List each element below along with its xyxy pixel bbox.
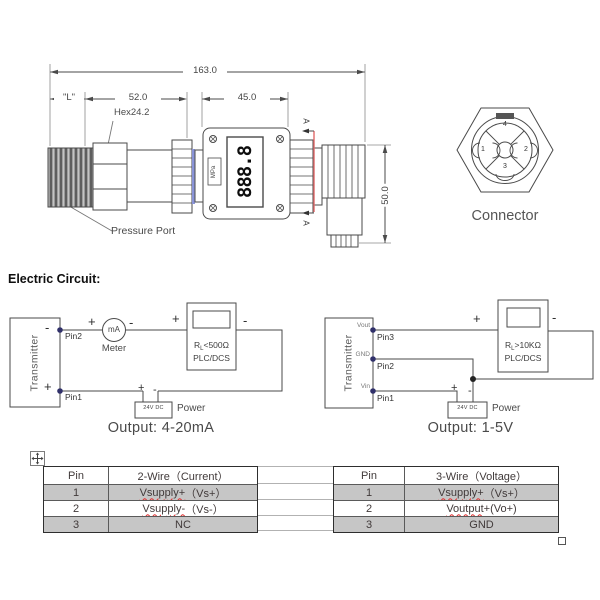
dim-45: 45.0 [224, 93, 270, 103]
table-header-pin: Pin [361, 469, 377, 482]
move-cross-icon [31, 452, 44, 465]
c2-power-plus: + [451, 382, 458, 394]
table-header-3wire: 3-Wire（Voltage） [404, 467, 558, 484]
c1-pin2-label: Pin2 [65, 331, 83, 341]
c1-transmitter-box: Transmitter [10, 318, 60, 407]
table-row: Voutput+(Vo+) [404, 500, 558, 516]
table-row: 3 [334, 516, 404, 532]
c1-load-minus: - [243, 313, 248, 328]
table-row: 1 [44, 484, 108, 500]
c2-load-resistance: RL>10KΩ [505, 340, 541, 352]
c1-power-plus: + [138, 382, 145, 394]
section-letter-bottom: A [301, 220, 311, 226]
table-row: GND [404, 516, 558, 532]
table-row: 2 [44, 500, 108, 516]
c2-power-box-label: 24V DC [457, 405, 478, 411]
c2-pin1-label: Pin1 [377, 393, 395, 403]
table-row: Vsupply+（Vs+） [108, 484, 257, 500]
connector-pin1: 1 [481, 146, 485, 153]
c1-meter-plus: + [88, 314, 96, 329]
connector-pin2: 2 [524, 146, 528, 153]
table-row: Vsupply-（Vs-） [108, 500, 257, 516]
c2-gnd-label: GND [355, 351, 370, 358]
table-row: NC [108, 516, 257, 532]
c2-caption: Output: 1-5V [427, 420, 514, 436]
dim-52: 52.0 [115, 93, 161, 103]
dim-total: 163.0 [183, 66, 227, 76]
c1-pin2-minus: - [45, 320, 50, 335]
lcd-unit-box: MPa [207, 157, 222, 186]
table-spacer-column [258, 466, 333, 531]
c2-load-system: PLC/DCS [504, 353, 542, 363]
lcd-unit: MPa [211, 165, 218, 178]
c1-meter-unit: mA [108, 325, 120, 334]
c1-load-system: PLC/DCS [193, 353, 230, 363]
connector-pin4: 4 [503, 121, 507, 128]
connector-pin3: 3 [503, 163, 507, 170]
c2-vout-label: Vout [356, 322, 370, 329]
table-header-2wire: 2-Wire（Current） [108, 467, 257, 484]
c2-load-minus: - [552, 310, 557, 325]
hex-label: Hex24.2 [114, 107, 150, 118]
c1-pin1-plus: + [44, 379, 52, 394]
lcd-digits: 888.8 [234, 145, 257, 199]
table-row: Vsupply+（Vs+） [404, 484, 558, 500]
pin-table-voltage: Pin 3-Wire（Voltage） 1 Vsupply+（Vs+） 2 Vo… [333, 466, 559, 533]
table-move-handle[interactable] [30, 451, 45, 466]
c2-pin2-label: Pin2 [377, 361, 395, 371]
table-row: 1 [334, 484, 404, 500]
c1-meter-label: Meter [101, 343, 127, 354]
c2-power-minus: - [468, 385, 472, 397]
dim-l: "L" [54, 93, 84, 103]
pressure-port-label: Pressure Port [111, 225, 176, 237]
c2-load-plus: + [473, 311, 481, 326]
c2-pin3-label: Pin3 [377, 332, 395, 342]
dim-50-box: 50.0 [372, 176, 398, 214]
c2-power-label: Power [492, 403, 521, 414]
dim-50: 50.0 [379, 183, 391, 207]
c2-vin-label: Vin [360, 383, 370, 390]
section-heading: Electric Circuit: [8, 272, 101, 286]
c1-transmitter-label: Transmitter [29, 333, 42, 392]
table-row: 2 [334, 500, 404, 516]
c1-meter-minus: - [129, 315, 134, 330]
section-letter-top: A [301, 118, 311, 124]
c1-power-label: Power [177, 403, 206, 414]
table-row: 3 [44, 516, 108, 532]
c2-transmitter-box: Transmitter [325, 318, 373, 408]
c1-load-resistance: RL<500Ω [194, 340, 229, 352]
lcd-display: 888.8 [227, 137, 263, 207]
connector-label: Connector [471, 208, 539, 224]
c1-caption: Output: 4-20mA [107, 420, 215, 436]
c1-power-box-label: 24V DC [143, 405, 164, 411]
c1-power-minus: - [153, 384, 157, 396]
c1-load-plus: + [172, 311, 180, 326]
pin-table-current: Pin 2-Wire（Current） 1 Vsupply+（Vs+） 2 Vs… [43, 466, 258, 533]
table-header-pin: Pin [68, 469, 84, 482]
c1-pin1-label: Pin1 [65, 392, 83, 402]
table-resize-handle[interactable] [558, 537, 566, 545]
c2-transmitter-label: Transmitter [343, 334, 356, 392]
